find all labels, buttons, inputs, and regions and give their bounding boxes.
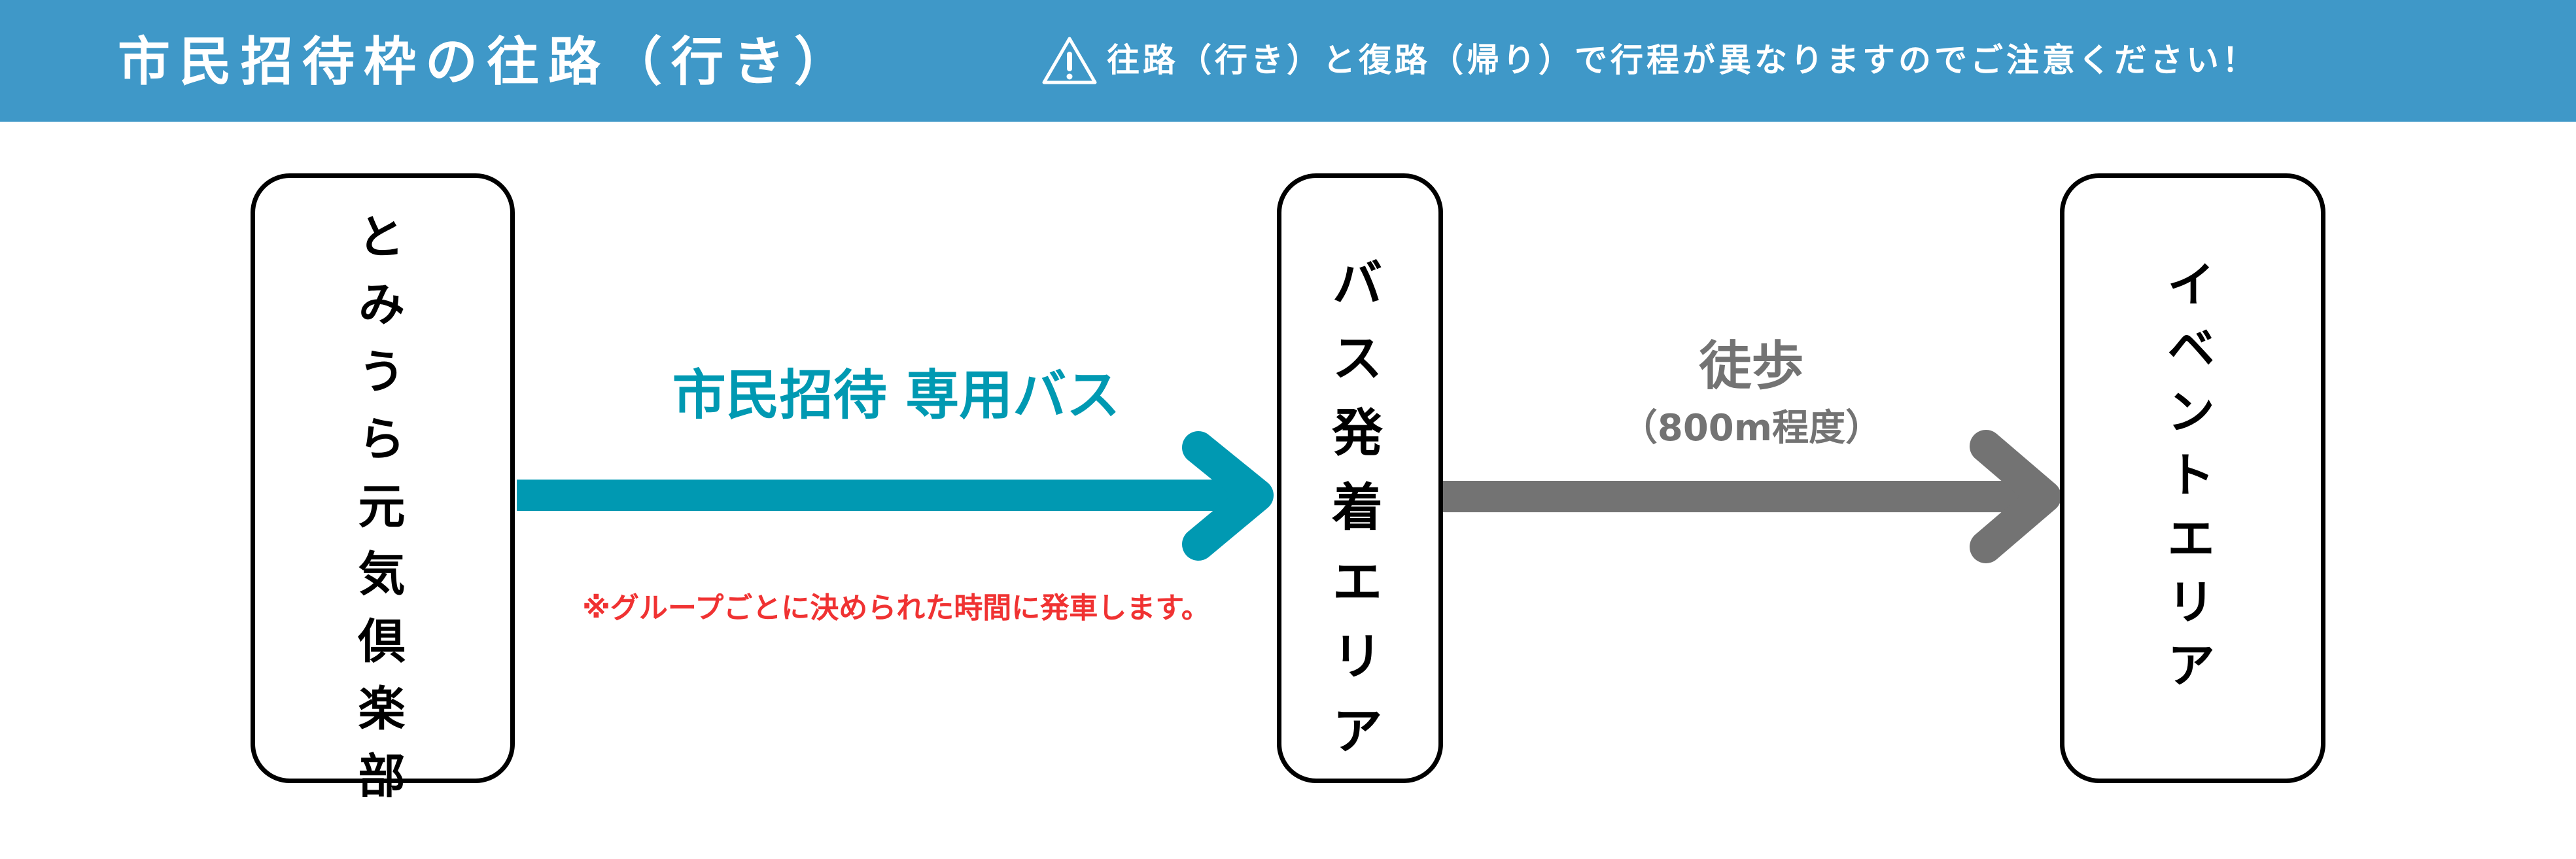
warning-triangle-icon	[1042, 37, 1097, 84]
walk-edge-label: 徒歩	[1699, 336, 1804, 396]
bus-edge-label: 市民招待 専用バス	[672, 364, 1121, 427]
bus-departure-note: ※グループごとに決められた時間に発車します。	[582, 591, 1210, 625]
node-origin: とみうら元気倶楽部	[251, 173, 515, 818]
notice-text: 往路（行き）と復路（帰り）で行程が異なりますのでご注意ください！	[1107, 41, 2258, 79]
node-bus-terminal-label: バス発着エリア	[1323, 256, 1382, 779]
walk-arrow	[1443, 430, 2061, 563]
page-title: 市民招待枠の往路（行き）	[118, 31, 856, 92]
route-notice: 往路（行き）と復路（帰り）で行程が異なりますのでご注意ください！	[1041, 34, 2258, 86]
node-event-area-label: イベントエリア	[2159, 259, 2215, 703]
walk-distance-label: （800m程度）	[1620, 407, 1883, 449]
node-event-area: イベントエリア	[2060, 173, 2325, 783]
node-bus-terminal: バス発着エリア	[1277, 173, 1443, 783]
node-origin-label: とみうら元気倶楽部	[350, 212, 405, 818]
header-banner: 市民招待枠の往路（行き） 往路（行き）と復路（帰り）で行程が異なりますのでご注意…	[0, 0, 2576, 122]
bus-arrow	[517, 431, 1274, 561]
